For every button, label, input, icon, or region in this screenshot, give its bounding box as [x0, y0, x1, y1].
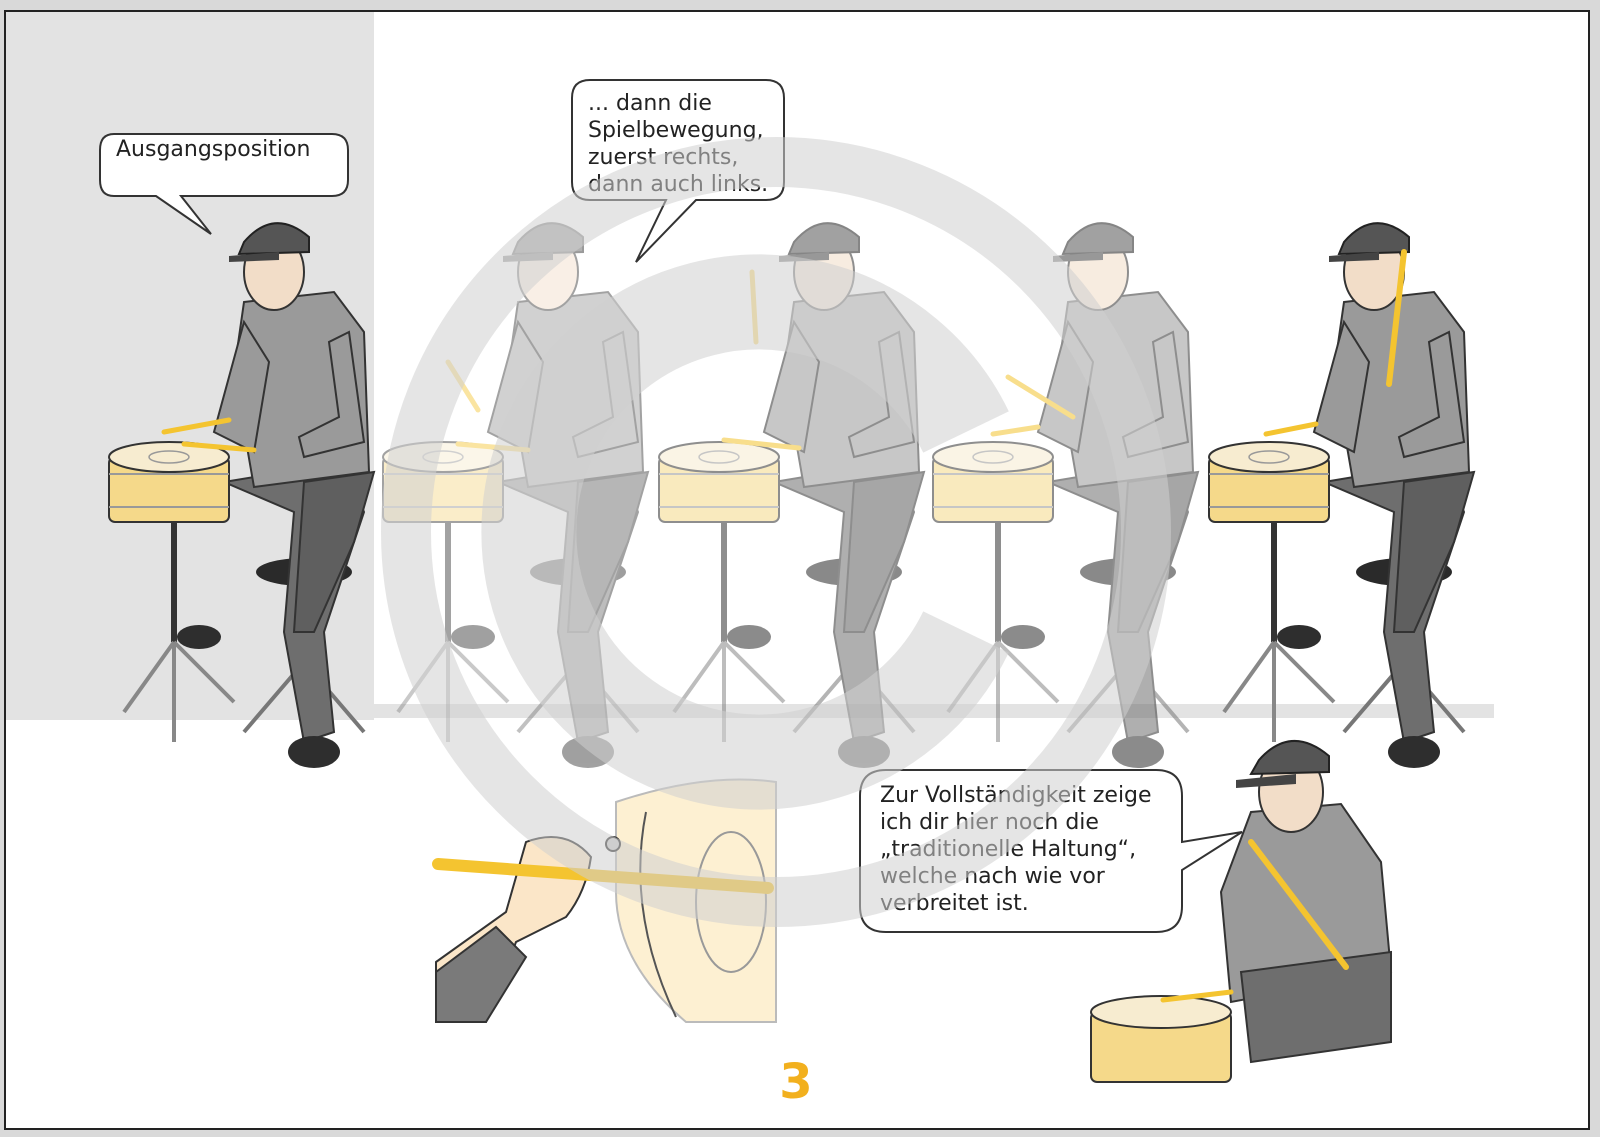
- illustration-art: [99, 79, 1590, 1083]
- drummer-figure-2: [383, 223, 648, 768]
- drummer-figure-3: [659, 223, 924, 768]
- bubble-text-playing-motion: ... dann die Spielbewegung, zuerst recht…: [588, 91, 769, 197]
- illustration-page: Ausgangsposition ... dann die Spielbeweg…: [4, 10, 1590, 1130]
- bubble-text-traditional-grip: Zur Vollständigkeit zeige ich dir hier n…: [880, 783, 1152, 916]
- drummer-figure-4: [933, 223, 1198, 768]
- drummer-figure-traditional: [1090, 740, 1393, 1083]
- drummer-figure-1: [109, 223, 374, 768]
- bubble-start-position: [99, 133, 349, 235]
- bubble-text-start-position: Ausgangsposition: [116, 137, 311, 162]
- hand-grip-closeup: [432, 778, 777, 1023]
- drummer-figure-5: [1209, 223, 1474, 768]
- page-number: 3: [779, 1054, 813, 1110]
